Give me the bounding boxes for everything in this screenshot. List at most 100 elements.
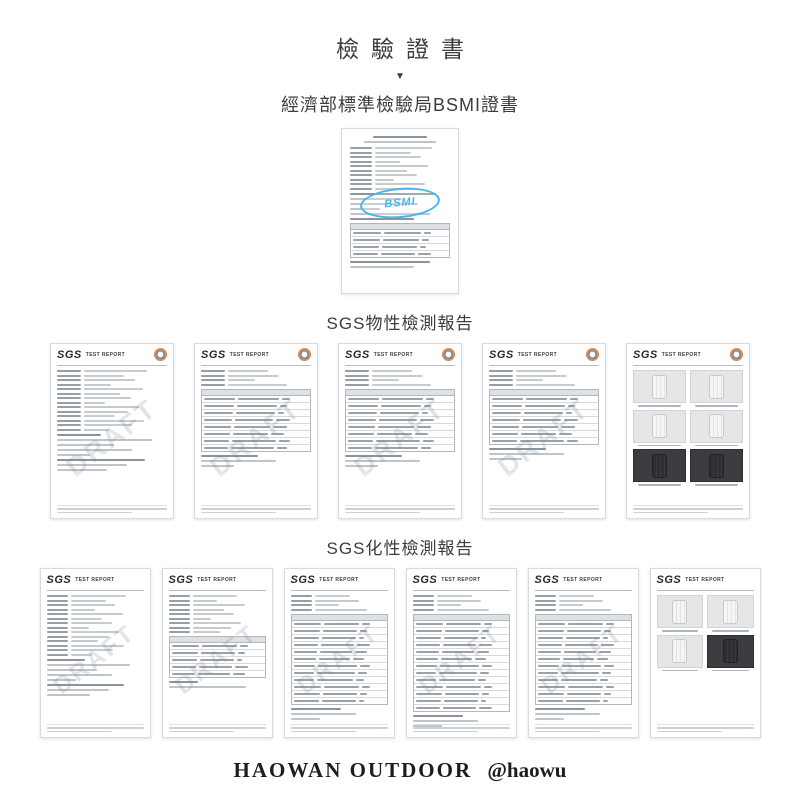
table-cell-line [477,650,489,653]
test-report-label: TEST REPORT [229,352,270,358]
table-cell-line [380,411,419,414]
table-cell-line [275,418,291,421]
table-cell-line [321,636,356,639]
table-row [351,251,449,257]
table-cell-line [602,636,609,639]
table-cell-line [420,245,426,248]
table-cell-line [559,432,572,435]
field-label-line [534,599,556,602]
photo-cell [707,595,754,632]
table-cell-line [415,692,442,695]
table-cell-line [445,622,482,625]
text-line [350,197,402,200]
field-value-line [84,406,139,408]
table-cell-line [238,652,245,654]
table-cell-line [565,699,600,702]
field-value-line [70,599,106,602]
text-line [46,673,113,676]
table-cell-line [601,671,611,674]
table-row [535,677,631,684]
field-label-line [350,174,372,176]
field-value-line [192,608,225,611]
table-cell-line [293,664,316,667]
field-value-line [70,644,124,647]
verification-seal-icon [154,348,167,361]
field-label-line [350,183,372,185]
table-cell-line [561,425,575,428]
text-line [46,688,109,691]
field-label-line [201,379,226,381]
field-value-line [192,631,220,633]
table-cell-line [240,645,248,647]
table-cell-line [199,659,234,661]
table-row [346,445,454,451]
verification-seal-icon [586,348,599,361]
table-cell-line [567,622,604,625]
report-body [290,595,388,720]
field-label-line [168,622,190,624]
table-header-row [346,389,454,396]
table-row [351,230,449,237]
luggage-photo [690,370,743,403]
field-value-line [192,626,232,629]
table-cell-line [293,671,315,674]
table-cell-line [293,678,314,681]
report-body [201,370,311,467]
field-label-line [46,608,68,611]
table-row [414,705,509,711]
sgs-logo: SGS [345,349,370,361]
field-label-line [350,165,372,167]
sgs-logo: SGS [46,574,72,586]
table-row [535,684,631,691]
table-cell-line [420,446,431,449]
field-label-line [57,424,82,426]
table-cell-line [384,231,421,234]
table-row [535,621,631,628]
doc-title-line [373,136,427,138]
table-cell-line [353,245,380,248]
table-cell-line [362,622,370,625]
doc-footer-line [168,727,266,729]
table-header-row [202,389,310,396]
table-cell-line [316,678,353,681]
text-line [350,192,436,195]
table-row [535,656,631,663]
report-table [201,388,311,452]
text-line [534,717,564,720]
field-row [290,604,388,606]
test-report-label: TEST REPORT [685,577,725,583]
table-cell-line [271,432,284,435]
field-value-line [70,622,112,624]
table-header-row [169,637,265,643]
table-cell-line [374,446,418,449]
sgs-logo: SGS [57,349,82,361]
doc-footer-line [345,508,455,510]
table-cell-line [382,245,418,248]
field-label-line [534,604,556,606]
brand-handle: @haowu [487,758,567,782]
field-label-line [57,415,82,417]
table-cell-line [321,699,356,702]
table-row [490,431,598,438]
report-body [489,370,599,460]
report-footer [534,724,632,734]
table-cell-line [484,685,492,688]
table-cell-line [492,418,521,421]
text-line [57,443,115,446]
table-row [169,643,265,650]
table-cell-line [293,622,321,625]
suitcase-shape [722,599,738,624]
field-row [46,644,144,647]
table-row [413,663,509,670]
table-cell-line [442,650,474,653]
field-row [489,370,599,372]
field-value-line [84,419,145,422]
field-label-line [57,397,82,399]
table-cell-line [357,671,367,674]
suitcase-shape [722,639,738,663]
table-cell-line [422,439,435,442]
field-label-line [168,608,190,611]
table-cell-line [566,692,602,695]
table-cell-line [417,425,431,428]
test-report-label: TEST REPORT [373,352,414,358]
